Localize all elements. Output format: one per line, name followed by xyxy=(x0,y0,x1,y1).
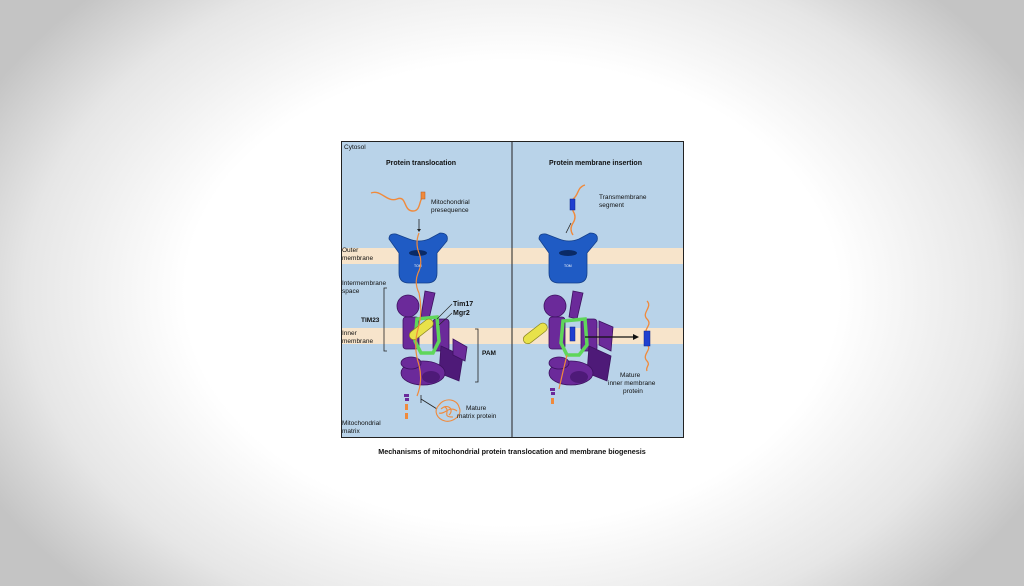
chain-fragment-left-1 xyxy=(404,394,409,397)
tim17-mgr2-right xyxy=(559,317,589,357)
diagram-figure: Cytosol Outer membrane Intermembrane spa… xyxy=(341,141,684,438)
inner-membrane-protein-label-1: Mature xyxy=(620,372,641,379)
outer-membrane-label-2: membrane xyxy=(342,255,373,262)
tom-pore-right xyxy=(559,250,577,256)
tom-label-left: TOM xyxy=(414,264,422,268)
tim23-label: TIM23 xyxy=(361,317,380,324)
matrix-protein-label-1: Mature xyxy=(466,405,487,412)
tom-complex-right xyxy=(538,232,598,284)
inner-membrane-protein-label-2: inner membrane xyxy=(608,380,656,387)
chain-through-tom xyxy=(415,232,422,294)
yellow-subunit-right xyxy=(522,322,548,345)
presequence-label-1: Mitochondrial xyxy=(431,199,470,206)
segment-label-2: segment xyxy=(599,202,624,209)
segment-label-1: Transmembrane xyxy=(599,194,647,201)
matrix-protein-arrow xyxy=(420,398,438,410)
outer-membrane-label-1: Outer xyxy=(342,247,359,254)
chain-fragment-right-3 xyxy=(551,398,554,404)
matrix-label-1: Mitochondrial xyxy=(342,420,381,427)
segment-arrow xyxy=(565,222,572,234)
mature-inner-membrane-protein-chain xyxy=(644,300,650,372)
inner-membrane-label-2: membrane xyxy=(342,338,373,345)
cytosol-label: Cytosol xyxy=(344,144,366,151)
chain-fragment-left-4 xyxy=(405,413,408,419)
lateral-release-arrowhead xyxy=(633,334,639,340)
transmembrane-segment xyxy=(569,198,576,211)
left-panel-title: Protein translocation xyxy=(386,160,456,167)
tim17-leader xyxy=(436,303,453,320)
inner-membrane-protein-label-3: protein xyxy=(623,388,643,395)
figure-caption: Mechanisms of mitochondrial protein tran… xyxy=(378,447,646,456)
presequence-chain xyxy=(370,191,424,212)
tim23-bracket xyxy=(383,287,387,352)
transmembrane-chain xyxy=(570,184,586,236)
tom-label-right: TOM xyxy=(564,264,572,268)
tim17-mgr2-left xyxy=(413,315,441,355)
chain-through-tim xyxy=(415,292,422,397)
inner-membrane-label-1: Inner xyxy=(342,330,358,337)
chain-fragment-right-2 xyxy=(551,392,555,395)
matrix-label-2: matrix xyxy=(342,428,360,435)
chain-fragment-left-2 xyxy=(405,398,409,401)
presequence-arrowhead xyxy=(417,229,421,232)
presequence-label-2: presequence xyxy=(431,207,469,214)
intermembrane-space-label-2: space xyxy=(342,288,360,295)
mature-matrix-protein-blob xyxy=(435,399,461,422)
pam-label: PAM xyxy=(482,350,496,357)
segment-in-tim23 xyxy=(569,326,576,342)
pam-bracket xyxy=(475,328,479,383)
intermembrane-space-label-1: Intermembrane xyxy=(342,280,386,287)
matrix-protein-label-2: matrix protein xyxy=(457,413,497,420)
right-panel-title: Protein membrane insertion xyxy=(549,160,642,167)
tom-complex-left xyxy=(388,232,448,284)
chain-fragment-left-3 xyxy=(405,404,408,410)
tom-pore-left xyxy=(409,250,427,256)
chain-fragment-right-1 xyxy=(550,388,555,391)
mgr2-label: Mgr2 xyxy=(453,310,470,317)
chain-right-matrix xyxy=(558,354,568,390)
tim17-label: Tim17 xyxy=(453,301,473,308)
mgr2-leader xyxy=(438,312,453,326)
mature-inner-membrane-segment xyxy=(643,330,651,347)
presequence-tip xyxy=(420,191,426,200)
